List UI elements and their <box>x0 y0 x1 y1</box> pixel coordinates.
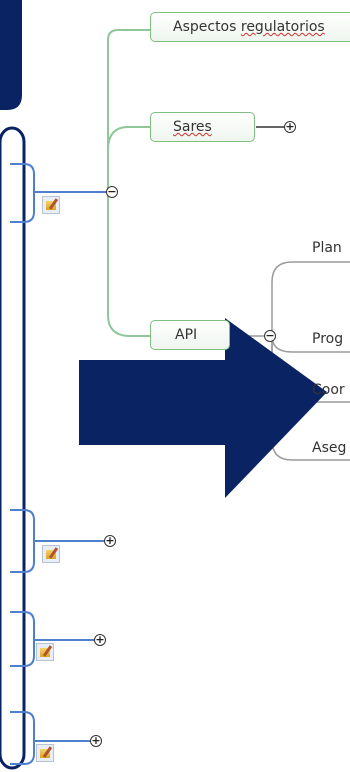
expand-plus-icon[interactable]: + <box>90 734 102 747</box>
topic-aspectos-label: Aspectos regulatorios <box>173 19 325 35</box>
collapse-minus-icon[interactable]: − <box>106 185 118 198</box>
expand-plus-icon[interactable]: + <box>284 120 296 133</box>
collapse-minus-icon[interactable]: − <box>264 329 276 342</box>
topic-api-label: API <box>175 327 198 343</box>
big-right-arrow-icon <box>79 318 327 498</box>
expand-plus-icon[interactable]: + <box>104 534 116 547</box>
topic-sares-label: Sares <box>173 119 212 135</box>
expand-plus-icon[interactable]: + <box>94 633 106 646</box>
note-pencil-icon[interactable] <box>42 545 60 563</box>
connector-sares <box>107 126 150 151</box>
top-navy-block <box>0 0 22 110</box>
note-pencil-icon[interactable] <box>36 744 54 762</box>
node-bracket-4 <box>10 711 35 765</box>
topic-sares[interactable]: Sares <box>150 112 255 142</box>
subtopic-prog[interactable]: Prog <box>312 331 344 347</box>
subtopic-aseg[interactable]: Aseg <box>312 440 347 456</box>
connector-api <box>107 192 150 337</box>
connector-plan <box>271 261 350 336</box>
topic-api[interactable]: API <box>150 320 230 350</box>
subtopic-plan[interactable]: Plan <box>312 240 342 256</box>
left-panel-outline <box>0 126 26 770</box>
subtopic-coor[interactable]: Coor <box>312 382 345 398</box>
topic-aspectos-regulatorios[interactable]: Aspectos regulatorios <box>150 12 350 42</box>
connector-aspectos <box>107 29 150 193</box>
note-pencil-icon[interactable] <box>42 196 60 214</box>
note-pencil-icon[interactable] <box>36 643 54 661</box>
